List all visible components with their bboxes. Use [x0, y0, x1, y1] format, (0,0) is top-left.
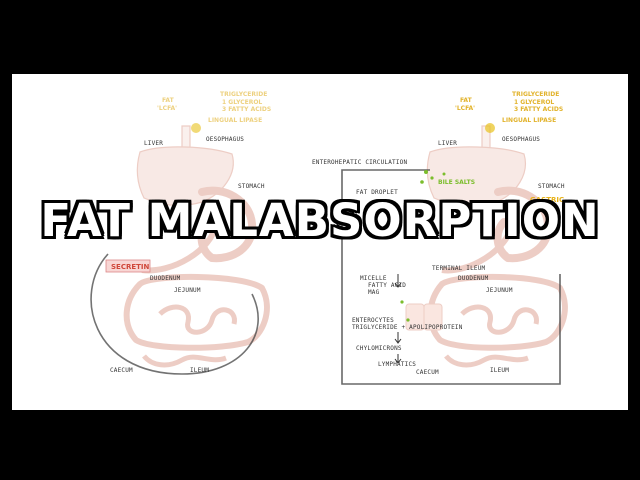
right-lcfa-label: 'LCFA': [455, 105, 475, 112]
enterocytes-label: ENTEROCYTES: [352, 317, 394, 324]
lymphatics-label: LYMPHATICS: [378, 361, 416, 368]
video-title: FAT MALABSORPTION: [40, 194, 600, 247]
right-caecum-label: CAECUM: [416, 369, 439, 376]
secretin-box: SECRETIN: [105, 259, 151, 273]
stomach-shape: [197, 186, 257, 263]
right-stomach-label: STOMACH: [538, 183, 565, 190]
fatty-acid-label: FATTY ACID: [368, 282, 406, 289]
left-ileum-label: ILEUM: [190, 367, 209, 374]
left-diagram: [123, 125, 270, 368]
diagram-panel: FAT 'LCFA' TRIGLYCERIDE 1 GLYCEROL 3 FAT…: [12, 74, 628, 410]
digestive-diagrams: FAT 'LCFA' TRIGLYCERIDE 1 GLYCEROL 3 FAT…: [90, 91, 568, 385]
enterohepatic-label: ENTEROHEPATIC CIRCULATION: [312, 159, 407, 166]
left-caecum-label: CAECUM: [110, 367, 133, 374]
right-diagram: [405, 125, 568, 368]
right-lingual-lipase-label: LINGUAL LIPASE: [502, 117, 556, 124]
right-stomach-shape: [493, 186, 553, 263]
left-grey-loop: [90, 253, 259, 375]
video-frame: FAT 'LCFA' TRIGLYCERIDE 1 GLYCEROL 3 FAT…: [0, 64, 640, 420]
chylomicrons-label: CHYLOMICRONS: [356, 345, 402, 352]
right-oesophagus-label: OESOPHAGUS: [502, 136, 540, 143]
left-fat-label: FAT: [162, 97, 175, 104]
bile-salts-label: BILE SALTS: [438, 179, 475, 186]
enterohepatic-loop: [341, 169, 561, 385]
right-fatty-acids-label: 3 FATTY ACIDS: [514, 106, 563, 113]
right-triglyceride-label: TRIGLYCERIDE: [512, 91, 559, 98]
left-fatty-acids-label: 3 FATTY ACIDS: [222, 106, 271, 113]
right-fat-drop: [485, 123, 495, 133]
fat-droplet-label: FAT DROPLET: [356, 189, 398, 196]
left-jejunum-label: JEJUNUM: [174, 287, 201, 294]
secretin-label: SECRETIN: [111, 263, 150, 271]
terminal-ileum-label: TERMINAL ILEUM: [432, 265, 486, 272]
left-stomach-label: STOMACH: [238, 183, 265, 190]
duodenum-shape: [141, 223, 219, 274]
right-ileum-label: ILEUM: [490, 367, 509, 374]
absorption-arrows: [394, 274, 402, 364]
enterocytes-sub-label: TRIGLYCERIDE + APOLIPOPROTEIN: [352, 324, 463, 331]
left-glycerol-label: 1 GLYCEROL: [222, 99, 262, 106]
left-duodenum-label: DUODENUM: [150, 275, 181, 282]
right-liver-label: LIVER: [438, 140, 457, 147]
bile-dots: [400, 170, 446, 322]
micelle-label: MICELLE: [360, 275, 387, 282]
right-jejunum-label: JEJUNUM: [486, 287, 513, 294]
gastric-label: GASTRIC: [530, 196, 564, 204]
right-fat-label: FAT: [460, 97, 473, 104]
right-duodenum-label: DUODENUM: [458, 275, 489, 282]
left-triglyceride-label: TRIGLYCERIDE: [220, 91, 267, 98]
left-lcfa-label: 'LCFA': [157, 105, 177, 112]
left-fat-drop: [191, 123, 201, 133]
intestine-shape: [123, 273, 270, 351]
left-oesophagus-label: OESOPHAGUS: [206, 136, 244, 143]
left-liver-label: LIVER: [144, 140, 163, 147]
right-glycerol-label: 1 GLYCEROL: [514, 99, 554, 106]
mag-label: MAG: [368, 289, 380, 296]
left-lingual-lipase-label: LINGUAL LIPASE: [208, 117, 262, 124]
